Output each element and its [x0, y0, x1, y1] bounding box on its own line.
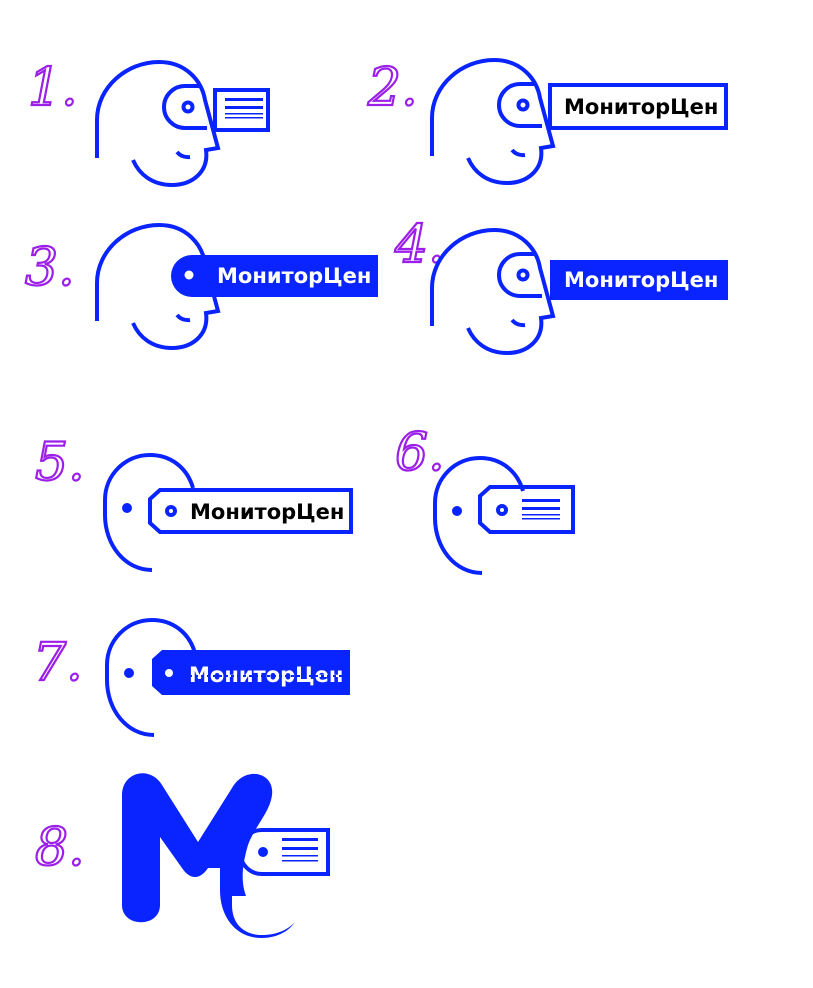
logo-variant-4: МониторЦен [430, 228, 728, 355]
wordmark: МониторЦен [217, 264, 371, 288]
variant-number-3: 3. [25, 238, 75, 298]
logo-variant-5: МониторЦен [103, 453, 353, 572]
variant-number-6: 6. [395, 423, 445, 483]
logo-variant-2: МониторЦен [430, 58, 728, 185]
wordmark: МониторЦен [189, 663, 343, 687]
variant-number-1: 1. [28, 58, 78, 118]
logo-variant-7: МониторЦен [105, 618, 350, 737]
logo-variant-8 [122, 773, 330, 938]
price-tag-icon [213, 88, 270, 132]
logo-variant-3: МониторЦен [95, 223, 378, 350]
wordmark: МониторЦен [564, 95, 718, 119]
variant-number-8: 8. [35, 818, 85, 878]
logo-variant-6 [433, 456, 575, 575]
logo-variant-1 [95, 60, 270, 187]
variant-number-5: 5. [35, 433, 85, 493]
wordmark: МониторЦен [190, 500, 344, 524]
variant-number-7: 7. [33, 633, 83, 693]
variant-number-2: 2. [367, 58, 418, 118]
wordmark: МониторЦен [564, 268, 718, 292]
